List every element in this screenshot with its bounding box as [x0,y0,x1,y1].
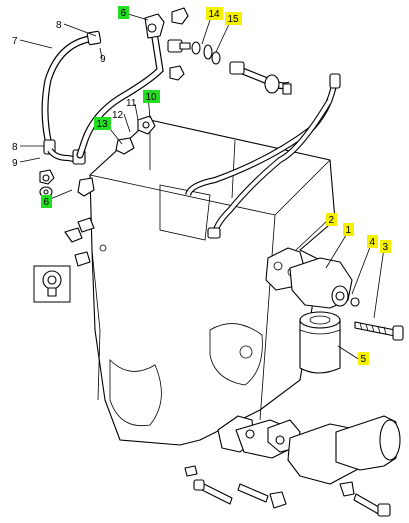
small-fittings-10-13 [77,115,156,197]
callout-15-tag [225,12,242,25]
callout-14: 14 [209,9,221,20]
callout-6-lower-tag [41,195,52,208]
callout-2-tag [326,213,337,226]
callout-15: 15 [228,14,240,25]
callout-9-top: 9 [100,54,106,65]
callout-5: 5 [361,354,367,365]
callout-9-lower: 9 [12,158,18,169]
callout-13-tag [94,117,111,130]
callout-10: 10 [146,92,158,103]
oil-pipe-left [41,30,102,165]
bolts-near-block [64,217,95,267]
small-nut-top [169,65,185,81]
callout-11: 11 [126,98,137,109]
callout-4: 4 [370,237,376,248]
callout-8-top: 8 [56,20,62,31]
filter-bolt [354,321,404,341]
callout-12: 12 [112,110,124,121]
callout-5-tag [358,352,369,365]
callout-1: 1 [346,225,352,236]
leader-lines [19,13,385,361]
detail-box-eye-bolt [33,265,71,303]
oil-pipe-right [185,61,341,239]
callout-7: 7 [12,36,18,47]
callout-14-tag [206,7,223,20]
callout-labels: 8 7 9 8 9 6 6 14 15 10 11 12 13 2 [12,6,391,365]
callout-8-lower: 8 [12,142,18,153]
callout-10-tag [143,90,160,103]
lower-bolts [184,465,391,517]
callout-13: 13 [97,119,109,130]
oil-filter [299,311,341,374]
callout-4-tag [367,235,378,248]
callout-3: 3 [383,242,389,253]
washers-left [39,169,55,198]
oil-filter-head [265,247,360,309]
callout-6-top-tag [118,6,129,19]
callout-1-tag [343,223,354,236]
callout-2: 2 [329,215,335,226]
fitting-group-14-15 [167,39,221,65]
callout-3-tag [380,240,391,253]
lower-assembly [217,415,401,485]
callout-6-top: 6 [121,8,127,19]
oil-pipe-upper [76,7,189,159]
callout-6-lower: 6 [44,197,50,208]
engine-block [89,119,336,446]
